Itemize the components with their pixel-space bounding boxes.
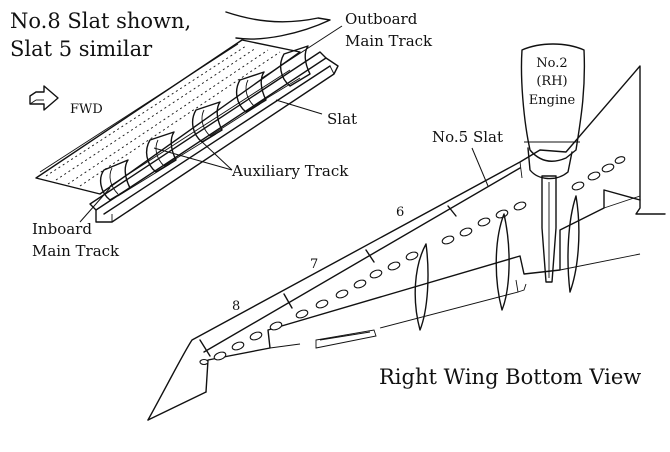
engine-label-line-2: (RH) [536,74,567,89]
engine-nacelle [520,43,586,180]
slat [89,51,339,223]
inboard-main-track [99,159,131,201]
slat-5-label: No.5 Slat [432,128,503,146]
outboard-main-track [235,45,311,113]
fwd-indicator: FWD [29,85,103,117]
view-title: Right Wing Bottom View [379,365,641,389]
right-wing-bottom-view: No.2 (RH) Engine No.5 Slat 6 7 8 [147,43,666,421]
slat-6-label: 6 [396,205,404,220]
slat-8-label: 8 [232,299,240,314]
wing-outline [147,65,666,421]
callouts: Outboard Main Track Slat Auxiliary Track… [32,10,433,260]
auxiliary-track [145,101,223,173]
engine-label: No.2 (RH) Engine [529,56,576,108]
slat-detail-view [35,11,339,223]
caption-line-2: Slat 5 similar [10,37,153,61]
engine-label-line-3: Engine [529,93,576,108]
callout-inboard-line-2: Main Track [32,242,120,260]
arrow-right-icon [29,85,59,111]
callout-outboard-line-2: Main Track [345,32,433,50]
access-panel-holes [199,156,626,366]
fwd-label: FWD [70,102,103,117]
slat-7-label: 7 [310,257,318,272]
callout-auxiliary-track: Auxiliary Track [231,162,349,180]
callout-outboard-line-1: Outboard [345,10,418,28]
wing-leading-edge [35,39,301,195]
diagram-caption: No.8 Slat shown, Slat 5 similar [10,9,191,61]
engine-label-line-1: No.2 [536,56,567,71]
callout-leaders [79,25,343,223]
engine-pylon [541,175,557,283]
callout-inboard-line-1: Inboard [32,220,92,238]
caption-line-1: No.8 Slat shown, [10,9,191,33]
slat-boundaries [199,161,523,357]
flap-track-fairings [414,195,580,331]
callout-slat: Slat [327,110,357,128]
